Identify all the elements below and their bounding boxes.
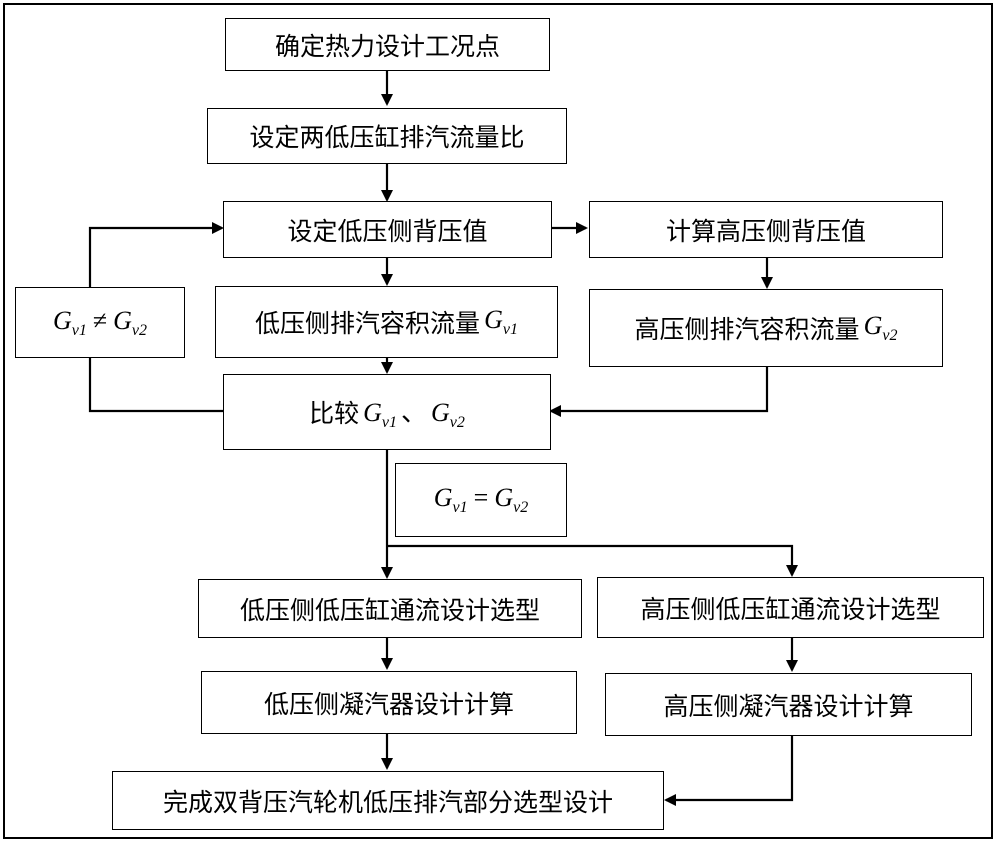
compare-variables: Gv1、Gv2 xyxy=(363,392,465,432)
condition-equal: Gv1=Gv2 xyxy=(395,463,567,537)
not-equal-expression: Gv1≠Gv2 xyxy=(53,306,147,340)
node-label: 高压侧低压缸通流设计选型 xyxy=(640,590,940,626)
node-label: 高压侧排汽容积流量 xyxy=(635,310,860,346)
node-label: 比较 xyxy=(309,394,359,430)
condition-not-equal: Gv1≠Gv2 xyxy=(15,287,185,358)
node-high-volume-flow: 高压侧排汽容积流量 Gv2 xyxy=(589,289,943,367)
node-label: 设定两低压缸排汽流量比 xyxy=(249,118,524,154)
node-label: 设定低压侧背压值 xyxy=(287,212,487,248)
arrow-highflow-to-compare xyxy=(551,366,767,411)
node-finish: 完成双背压汽轮机低压排汽部分选型设计 xyxy=(112,771,664,830)
node-variable: Gv2 xyxy=(864,311,898,345)
node-label: 低压侧低压缸通流设计选型 xyxy=(240,591,540,627)
node-low-condenser-calc: 低压侧凝汽器设计计算 xyxy=(201,671,577,734)
node-label: 计算高压侧背压值 xyxy=(666,212,866,248)
node-label: 低压侧排汽容积流量 xyxy=(255,304,480,340)
node-determine-condition: 确定热力设计工况点 xyxy=(225,18,550,71)
node-label: 高压侧凝汽器设计计算 xyxy=(663,687,913,723)
node-high-condenser-calc: 高压侧凝汽器设计计算 xyxy=(605,673,972,736)
node-low-cylinder-design: 低压侧低压缸通流设计选型 xyxy=(198,579,582,638)
node-compare: 比较 Gv1、Gv2 xyxy=(223,374,551,450)
arrow-compare-to-highcyl xyxy=(387,546,792,575)
node-calc-high-backpressure: 计算高压侧背压值 xyxy=(589,201,943,258)
node-label: 完成双背压汽轮机低压排汽部分选型设计 xyxy=(163,783,613,819)
node-label: 确定热力设计工况点 xyxy=(275,27,500,63)
arrow-highcond-to-finish xyxy=(666,735,792,800)
equal-expression: Gv1=Gv2 xyxy=(434,483,528,517)
node-set-low-backpressure: 设定低压侧背压值 xyxy=(223,201,552,258)
node-set-flow-ratio: 设定两低压缸排汽流量比 xyxy=(207,108,567,164)
node-low-volume-flow: 低压侧排汽容积流量 Gv1 xyxy=(215,286,558,358)
node-high-cylinder-design: 高压侧低压缸通流设计选型 xyxy=(597,577,984,638)
node-variable: Gv1 xyxy=(484,305,518,339)
node-label: 低压侧凝汽器设计计算 xyxy=(264,685,514,721)
